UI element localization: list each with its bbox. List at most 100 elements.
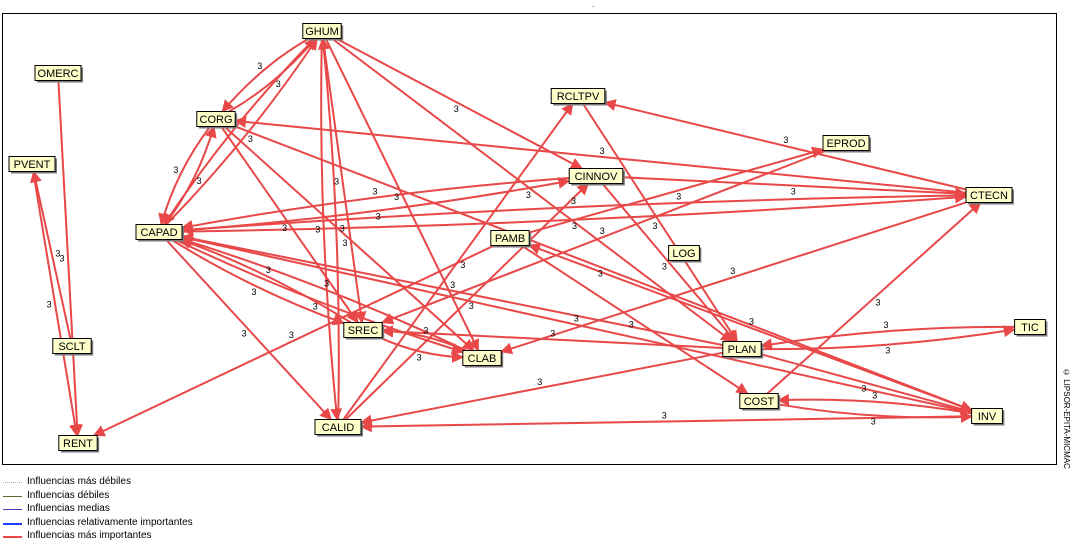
node-pamb[interactable]: PAMB	[490, 230, 532, 248]
edge-weight-plan-to-tic: 3	[885, 346, 890, 356]
edge-ctecn-to-capad	[180, 194, 967, 236]
legend-line-swatch	[3, 522, 22, 525]
edge-plan-to-calid	[359, 351, 723, 427]
edge-ghum-to-srec	[322, 38, 367, 324]
edge-weight-ghum-to-calid: 3	[315, 225, 320, 235]
legend-label: Influencias más importantes	[27, 530, 152, 541]
edge-plan-to-srec	[381, 325, 723, 349]
edge-weight-srec-to-clab: 3	[417, 352, 422, 362]
node-label: TIC	[1021, 322, 1039, 334]
edge-weight-plan-to-inv: 3	[861, 384, 866, 394]
node-rcltpv[interactable]: RCLTPV	[550, 88, 607, 106]
edge-capad-to-srec	[170, 238, 345, 326]
node-inv[interactable]: INV	[971, 408, 1005, 426]
edge-weight-capad-to-ghum: 3	[248, 134, 253, 144]
edge-cost-to-ctecn	[766, 201, 982, 395]
edge-weight-sclt-to-pvent: 3	[55, 249, 60, 259]
node-eprod[interactable]: EPROD	[822, 135, 871, 153]
node-box	[314, 419, 362, 435]
edge-weight-ghum-to-plan: 3	[526, 190, 531, 200]
edge-sclt-to-pvent	[30, 170, 72, 339]
edge-plan-to-tic	[761, 325, 1016, 351]
edge-weight-clab-to-srec: 3	[423, 326, 428, 336]
top-marker: .	[592, 0, 595, 9]
watermark-text: © LIPSOR-EPITA-MICMAC	[1062, 368, 1071, 469]
edge-weight-cinnov-to-plan: 3	[662, 261, 667, 271]
node-box	[462, 350, 502, 366]
edge-ctecn-to-corg	[234, 115, 967, 194]
edge-cinnov-to-capad	[180, 177, 570, 232]
edge-cinnov-to-plan	[601, 182, 737, 343]
edge-weight-pamb-to-rent: 3	[289, 330, 294, 340]
node-label: SREC	[348, 325, 379, 337]
edge-srec-to-clab	[379, 336, 464, 363]
node-cinnov[interactable]: CINNOV	[568, 168, 625, 186]
node-box	[722, 341, 762, 357]
edge-weight-calid-to-rcltpv: 3	[460, 260, 465, 270]
node-box	[8, 156, 56, 172]
edge-weight-clab-to-capad: 3	[324, 279, 329, 289]
nodes-layer: GHUM OMERC CORG RCLTPV EPROD PVENT CINNOV CTECN…	[8, 23, 1048, 453]
edges-layer	[30, 37, 1016, 437]
node-cost[interactable]: COST	[739, 393, 781, 411]
edge-weight-ghum-to-cinnov: 3	[454, 104, 459, 114]
node-pvent[interactable]: PVENT	[8, 156, 57, 174]
node-box	[58, 435, 98, 451]
node-corg[interactable]: CORG	[196, 111, 238, 129]
node-capad[interactable]: CAPAD	[135, 224, 184, 242]
node-rent[interactable]: RENT	[58, 435, 100, 453]
node-label: PLAN	[728, 344, 757, 356]
edge-inv-to-calid	[359, 415, 972, 433]
edge-weight-ctecn-to-clab: 3	[730, 266, 735, 276]
edge-calid-to-rcltpv	[342, 102, 574, 421]
node-box	[550, 88, 606, 104]
node-label: PVENT	[14, 159, 51, 171]
edge-plan-to-capad	[180, 232, 723, 347]
node-box	[196, 111, 236, 127]
node-box	[343, 322, 383, 338]
edge-weight-srec-to-capad: 3	[266, 265, 271, 275]
node-log[interactable]: LOG	[668, 245, 702, 263]
node-label: CTECN	[970, 190, 1008, 202]
node-plan[interactable]: PLAN	[722, 341, 764, 359]
node-ghum[interactable]: GHUM	[302, 23, 344, 41]
node-clab[interactable]: CLAB	[462, 350, 504, 368]
edge-weight-plan-to-calid: 3	[537, 377, 542, 387]
edge-weight-ghum-to-clab: 3	[394, 192, 399, 202]
edge-weight-calid-to-ghum: 3	[340, 224, 345, 234]
node-omerc[interactable]: OMERC	[34, 65, 83, 83]
edge-weight-tic-to-plan: 3	[883, 320, 888, 330]
node-box	[135, 224, 183, 240]
node-box	[302, 23, 342, 39]
node-box	[822, 135, 870, 151]
edge-weight-corg-to-srec: 3	[282, 223, 287, 233]
edge-weight-corg-to-capad: 3	[173, 165, 178, 175]
edge-tic-to-plan	[760, 325, 1015, 351]
edge-calid-to-cinnov	[345, 182, 590, 421]
edge-weight-ctecn-to-rcltpv: 3	[783, 135, 788, 145]
node-label: RCLTPV	[557, 91, 600, 103]
node-label: RENT	[63, 438, 93, 450]
edge-inv-to-capad	[180, 233, 972, 414]
node-box	[965, 187, 1013, 203]
edge-corg-to-clab	[223, 125, 475, 352]
node-label: CALID	[322, 422, 354, 434]
node-ctecn[interactable]: CTECN	[965, 187, 1014, 205]
edge-weight-capad-to-cinnov: 3	[376, 212, 381, 222]
edge-cost-to-inv	[778, 403, 973, 424]
edge-weight-capad-to-ctecn: 3	[572, 221, 577, 231]
edge-ghum-to-cinnov	[335, 37, 583, 170]
legend-line-swatch	[3, 509, 22, 510]
node-calid[interactable]: CALID	[314, 419, 363, 437]
edge-ghum-to-corg	[221, 37, 310, 113]
node-srec[interactable]: SREC	[343, 322, 385, 340]
edge-ghum-to-capad	[163, 37, 316, 226]
edge-ctecn-to-clab	[500, 201, 967, 355]
node-sclt[interactable]: SCLT	[52, 338, 94, 356]
edge-weight-inv-to-pamb: 3	[749, 317, 754, 327]
edge-plan-to-inv	[760, 353, 973, 415]
node-tic[interactable]: TIC	[1014, 319, 1048, 337]
edge-weight-inv-to-calid: 3	[662, 411, 667, 421]
